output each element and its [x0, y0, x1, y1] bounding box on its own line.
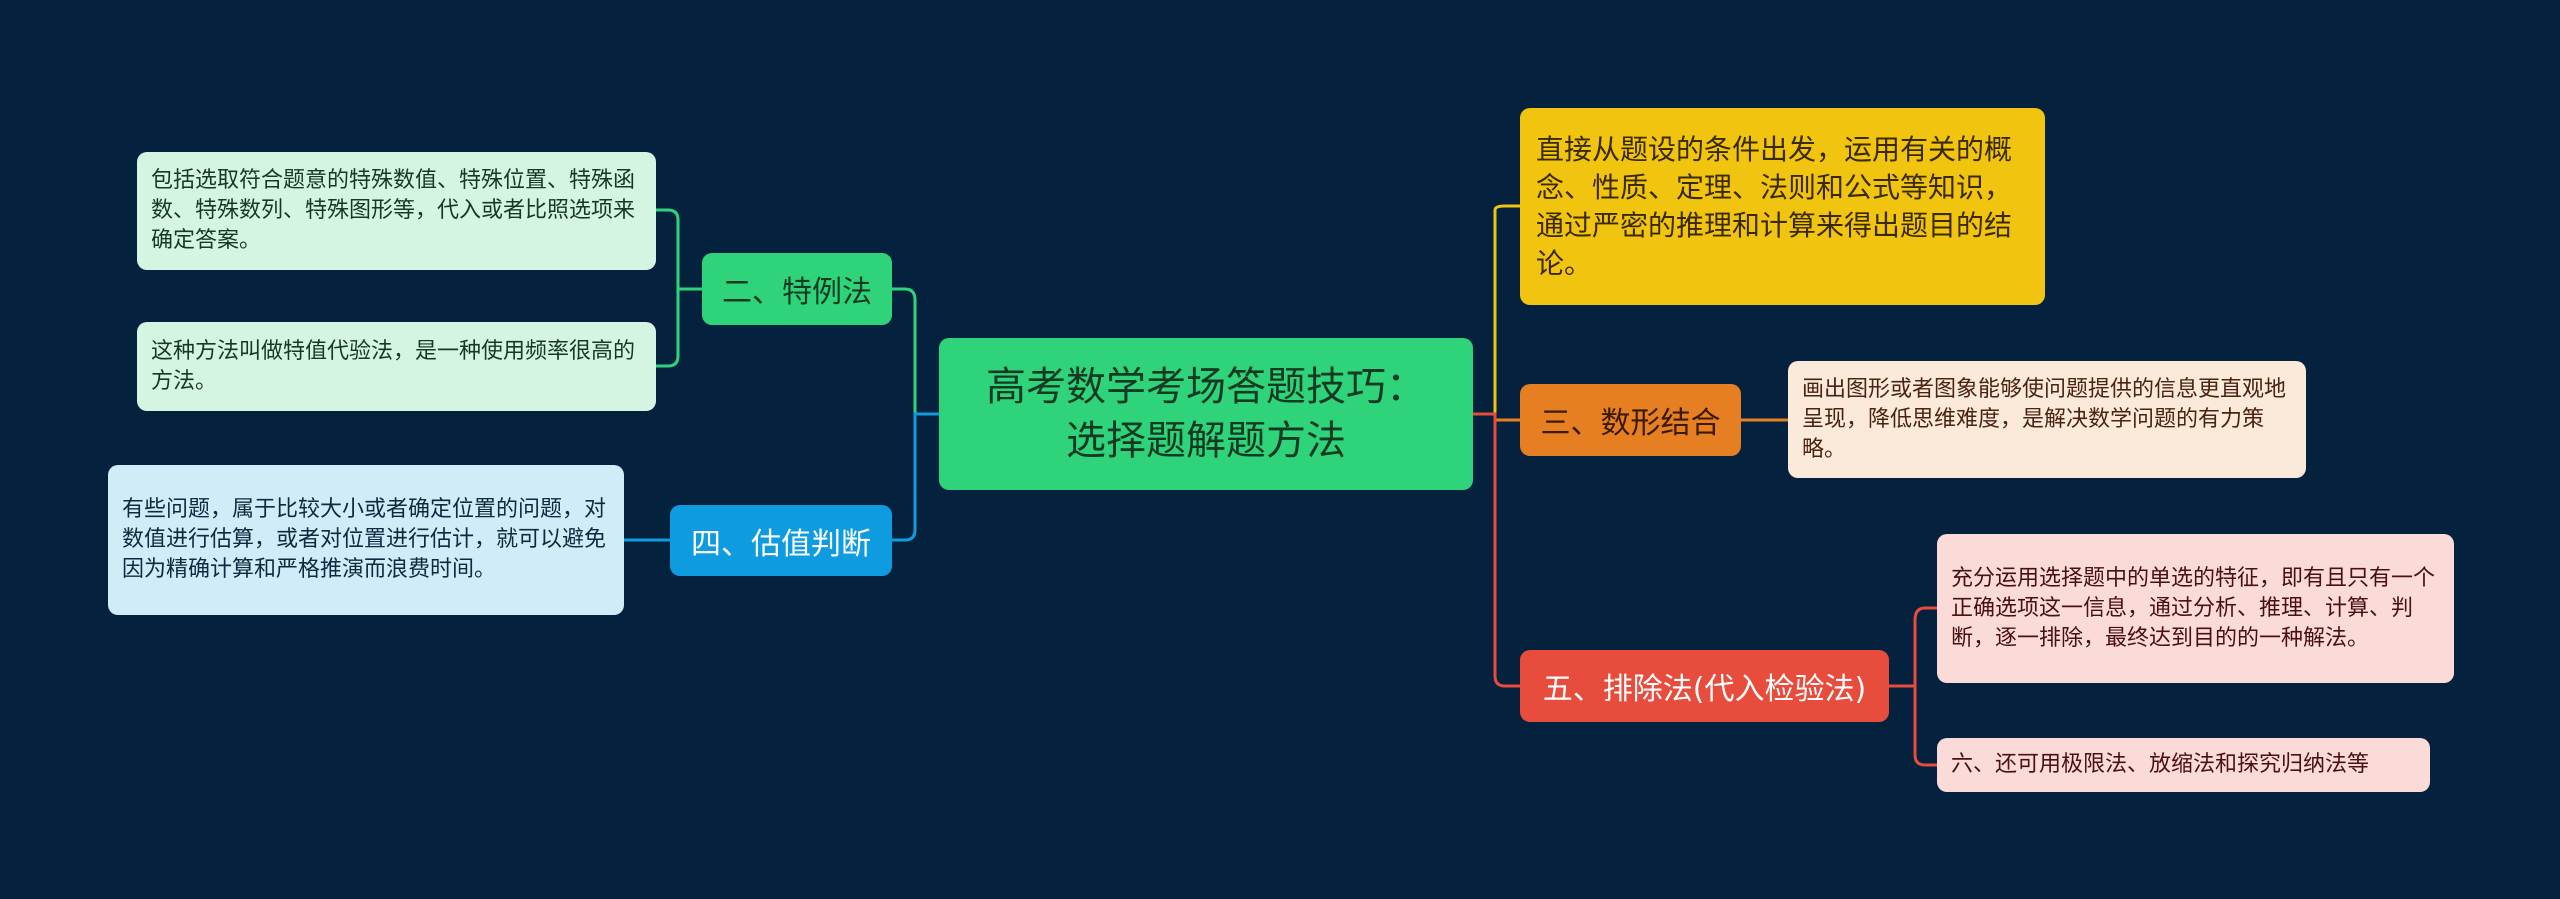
branch-2-desc-1[interactable]: 包括选取符合题意的特殊数值、特殊位置、特殊函数、特殊数列、特殊图形等，代入或者比…: [137, 152, 656, 270]
branch-2-desc-2-text: 这种方法叫做特值代验法，是一种使用频率很高的方法。: [151, 338, 636, 394]
branch-5-desc-1[interactable]: 充分运用选择题中的单选的特征，即有且只有一个正确选项这一信息，通过分析、推理、计…: [1937, 534, 2454, 683]
branch-4-desc-text: 有些问题，属于比较大小或者确定位置的问题，对数值进行估算，或者对位置进行估计，就…: [122, 497, 607, 582]
central-topic-text: 高考数学考场答题技巧：选择题解题方法: [986, 364, 1426, 464]
branch-3-node[interactable]: 三、数形结合: [1520, 384, 1741, 456]
branch-5-desc-2[interactable]: 六、还可用极限法、放缩法和探究归纳法等: [1937, 738, 2430, 792]
branch-2-desc-2[interactable]: 这种方法叫做特值代验法，是一种使用频率很高的方法。: [137, 322, 656, 411]
branch-5-desc-1-text: 充分运用选择题中的单选的特征，即有且只有一个正确选项这一信息，通过分析、推理、计…: [1951, 565, 2436, 651]
branch-5-label: 五、排除法(代入检验法): [1542, 672, 1867, 707]
branch-2-node[interactable]: 二、特例法: [702, 253, 892, 325]
branch-3-label: 三、数形结合: [1540, 406, 1721, 441]
branch-4-node[interactable]: 四、估值判断: [670, 505, 892, 576]
branch-3-desc-text: 画出图形或者图象能够使问题提供的信息更直观地呈现，降低思维难度，是解决数学问题的…: [1802, 376, 2287, 462]
branch-2-desc-1-text: 包括选取符合题意的特殊数值、特殊位置、特殊函数、特殊数列、特殊图形等，代入或者比…: [151, 168, 636, 253]
branch-3-desc[interactable]: 画出图形或者图象能够使问题提供的信息更直观地呈现，降低思维难度，是解决数学问题的…: [1788, 361, 2306, 478]
branch-5-node[interactable]: 五、排除法(代入检验法): [1520, 650, 1889, 722]
branch-1-text: 直接从题设的条件出发，运用有关的概念、性质、定理、法则和公式等知识，通过严密的推…: [1536, 132, 2013, 280]
branch-4-label: 四、估值判断: [691, 526, 871, 562]
central-topic[interactable]: 高考数学考场答题技巧：选择题解题方法: [939, 338, 1473, 490]
branch-1-node[interactable]: 直接从题设的条件出发，运用有关的概念、性质、定理、法则和公式等知识，通过严密的推…: [1520, 108, 2045, 305]
branch-4-desc[interactable]: 有些问题，属于比较大小或者确定位置的问题，对数值进行估算，或者对位置进行估计，就…: [108, 465, 624, 615]
branch-5-desc-2-text: 六、还可用极限法、放缩法和探究归纳法等: [1951, 752, 2370, 777]
branch-2-label: 二、特例法: [722, 275, 872, 310]
